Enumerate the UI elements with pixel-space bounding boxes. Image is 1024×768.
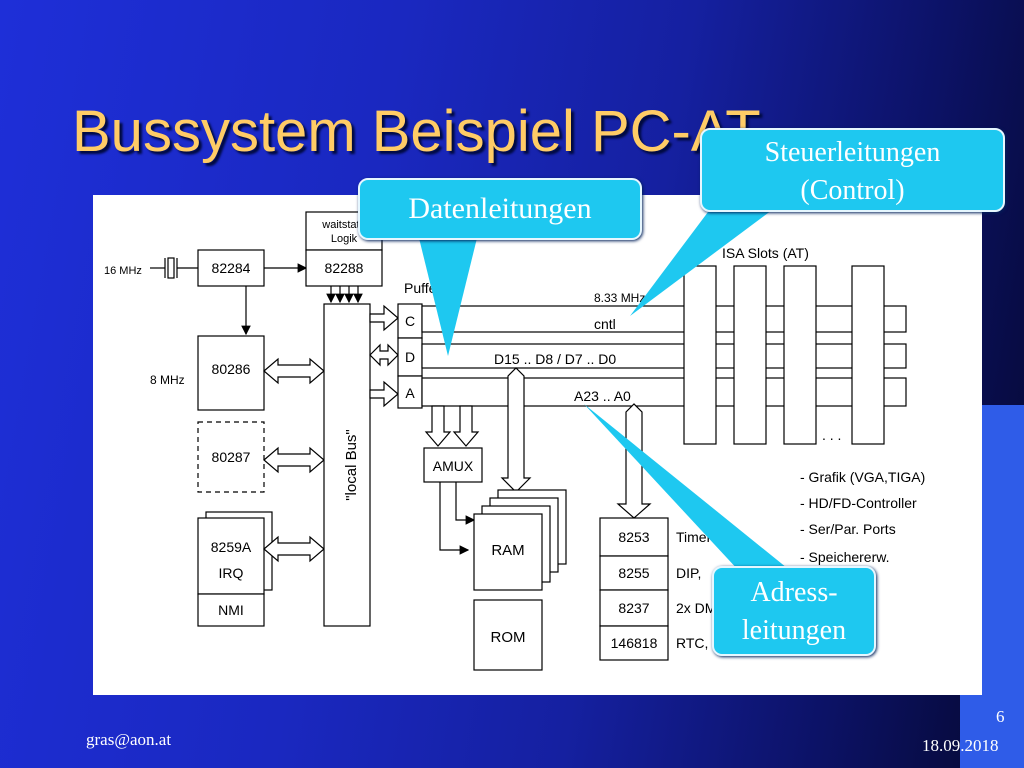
nmi-box xyxy=(197,593,265,627)
callout-pointer-data xyxy=(418,234,478,356)
irq-label: IRQ xyxy=(219,565,244,581)
bus-data-label: D15 .. D8 / D7 .. D0 xyxy=(494,351,616,367)
amux-label: AMUX xyxy=(433,458,474,474)
local-bus-box xyxy=(323,303,371,627)
chip-80287-box xyxy=(197,421,265,493)
chip-80286-box xyxy=(197,335,265,411)
data-bus xyxy=(421,343,907,369)
amux-box xyxy=(423,447,483,483)
clock-8mhz-label: 8 MHz xyxy=(150,373,185,387)
footer-email: gras@aon.at xyxy=(86,730,172,749)
clock-16mhz-label: 16 MHz xyxy=(104,265,142,277)
callout-data-lines: Datenleitungen xyxy=(358,178,642,240)
io-chip-8255: 8255 xyxy=(618,565,649,581)
chip-82288-box xyxy=(305,249,383,287)
local-bus-label: "local Bus" xyxy=(343,429,360,501)
slot-use-1: - Grafik (VGA,TIGA) xyxy=(800,469,925,485)
slide-title: Bussystem Beispiel PC-AT xyxy=(72,99,761,164)
ram-box xyxy=(473,513,543,591)
port-c-label: C xyxy=(405,313,415,329)
rom-box xyxy=(473,599,543,671)
clock-833-label: 8.33 MHz xyxy=(594,291,645,305)
chip-82284-box xyxy=(197,249,265,287)
callout-control-lines: Steuerleitungen (Control) xyxy=(700,128,1005,212)
callout-pointer-addr xyxy=(584,404,792,572)
port-d-label: D xyxy=(405,349,415,365)
nmi-label: NMI xyxy=(218,602,244,618)
isa-slots-label: ISA Slots (AT) xyxy=(722,245,809,261)
callout-address-lines: Adress- leitungen xyxy=(712,566,876,656)
bus-cntl-label: cntl xyxy=(594,316,616,332)
slot-dots: . . . xyxy=(822,427,841,443)
callout-addr-text-2: leitungen xyxy=(741,615,847,646)
waitstate-label-1: waitstate xyxy=(321,219,365,231)
io-chip-146818: 146818 xyxy=(611,635,658,651)
chip-8259a-box xyxy=(197,517,265,595)
chip-82284-label: 82284 xyxy=(212,260,251,276)
chip-8259a-label: 8259A xyxy=(211,539,252,555)
rom-label: ROM xyxy=(491,629,526,646)
footer-page-number: 6 xyxy=(996,707,1005,726)
io-label-dip: DIP, xyxy=(676,565,701,581)
slot-use-3: - Ser/Par. Ports xyxy=(800,521,896,537)
io-chip-8237: 8237 xyxy=(618,600,649,616)
io-chip-8253: 8253 xyxy=(618,529,649,545)
port-a-label: A xyxy=(405,385,415,401)
chip-82288-label: 82288 xyxy=(325,260,364,276)
callout-control-text-2: (Control) xyxy=(800,175,905,206)
callout-pointer-control xyxy=(630,204,780,316)
puffer-c-box xyxy=(397,303,423,339)
callout-data-text: Datenleitungen xyxy=(408,192,592,225)
ram-label: RAM xyxy=(491,542,524,559)
isa-slots xyxy=(683,265,885,445)
slot-use-4: - Speichererw. xyxy=(800,549,889,565)
footer-date: 18.09.2018 xyxy=(922,736,999,755)
slot-use-2: - HD/FD-Controller xyxy=(800,495,917,511)
callout-control-text-1: Steuerleitungen xyxy=(764,137,941,168)
address-bus xyxy=(421,377,907,407)
waitstate-label-2: Logik xyxy=(331,233,358,245)
bus-addr-label: A23 .. A0 xyxy=(574,388,631,404)
io-label-timer: Timer xyxy=(676,529,712,545)
control-bus xyxy=(421,305,907,333)
chip-80286-label: 80286 xyxy=(212,361,251,377)
crystal-16mhz xyxy=(150,257,198,279)
chip-80287-label: 80287 xyxy=(212,449,251,465)
puffer-a-box xyxy=(397,375,423,409)
io-chip-stack xyxy=(599,517,669,661)
callout-addr-text-1: Adress- xyxy=(750,577,838,608)
